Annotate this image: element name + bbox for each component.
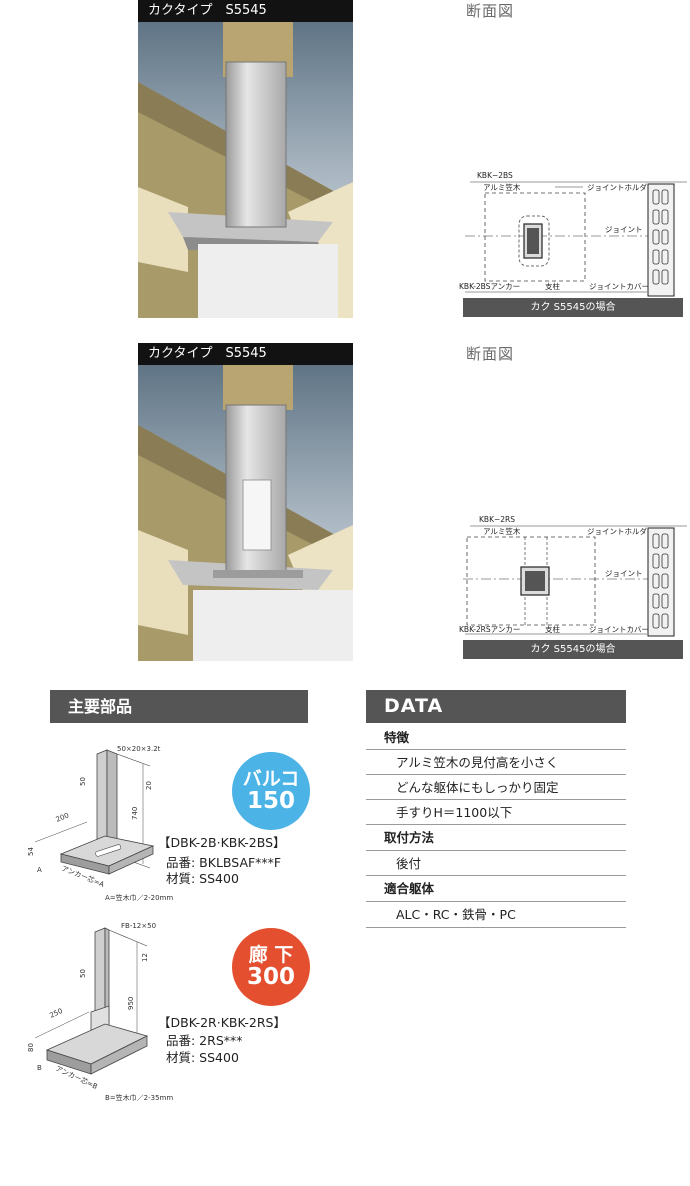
cross-section-diagram-1: KBK−2BS アルミ笠木 ジョイントホルダー ジョイント KBK-2BSアンカ… — [459, 171, 687, 297]
label-joint: ジョイント — [605, 225, 643, 234]
dim-250: 250 — [48, 1007, 64, 1020]
badge-line1: バルコ — [242, 768, 300, 790]
installation-photo — [138, 365, 353, 661]
dim-top: 50×20×3.2t — [117, 745, 161, 753]
photo-panel-2: カクタイプ S5545 — [138, 343, 353, 661]
dim-50: 50 — [79, 969, 87, 978]
badge-line1: 廊 下 — [248, 944, 294, 966]
data-section-features: 特徴 — [366, 726, 626, 750]
part-footnote: A=笠木巾／2-20mm — [105, 893, 173, 902]
label-anchor: KBK-2RSアンカー — [459, 625, 520, 634]
dim-a: A — [37, 866, 42, 874]
data-item: ALC・RC・鉄骨・PC — [366, 902, 626, 928]
data-item: 手すりH＝1100以下 — [366, 800, 626, 825]
badge-line2: 300 — [246, 964, 295, 990]
part-drawing-1: 50×20×3.2t 50 20 740 200 54 A アンカー芯=A A=… — [27, 745, 173, 902]
diagram-model: KBK−2BS — [477, 171, 513, 180]
diagram-caption-2: カク S5545の場合 — [463, 640, 683, 659]
cross-section-diagram-2: KBK−2RS アルミ笠木 ジョイントホルダー ジョイント KBK-2RSアンカ… — [459, 515, 687, 637]
part-number: 品番: 2RS*** — [166, 1033, 243, 1048]
label-post: 支柱 — [545, 624, 560, 634]
label-joint: ジョイント — [605, 569, 643, 578]
data-header: DATA — [366, 690, 626, 723]
data-item: どんな躯体にもしっかり固定 — [366, 775, 626, 800]
photo-title: カクタイプ S5545 — [138, 0, 353, 22]
installation-photo — [138, 22, 353, 318]
part-model: 【DBK-2R·KBK-2RS】 — [158, 1015, 286, 1030]
part-material: 材質: SS400 — [166, 871, 239, 886]
dim-12: 12 — [141, 953, 149, 962]
section-title-2: 断面図 — [466, 345, 515, 363]
diagram-model: KBK−2RS — [479, 515, 515, 524]
data-item: アルミ笠木の見付高を小さく — [366, 750, 626, 775]
part-drawing-2: FB-12×50 50 12 950 250 80 B アンカー芯=B B=笠木… — [27, 922, 173, 1102]
label-anchor: KBK-2BSアンカー — [459, 282, 520, 291]
data-section-installation: 取付方法 — [366, 825, 626, 851]
dim-top: FB-12×50 — [121, 922, 156, 930]
part-number: 品番: BKLBSAF***F — [166, 855, 282, 870]
dim-50: 50 — [79, 777, 87, 786]
label-aluminum-cap: アルミ笠木 — [483, 182, 521, 192]
main-parts-header: 主要部品 — [50, 690, 308, 723]
label-post: 支柱 — [545, 281, 560, 291]
label-joint-holder: ジョイントホルダー — [587, 526, 655, 536]
dim-b: B — [37, 1064, 42, 1072]
label-joint-cover: ジョイントカバー — [589, 282, 649, 291]
dim-80: 80 — [27, 1043, 35, 1052]
badge-balcony: バルコ 150 — [232, 752, 310, 830]
photo-panel-1: カクタイプ S5545 — [138, 0, 353, 318]
label-joint-holder: ジョイントホルダー — [587, 182, 655, 192]
dim-950: 950 — [127, 997, 135, 1010]
dim-740: 740 — [131, 807, 139, 820]
photo-title: カクタイプ S5545 — [138, 343, 353, 365]
section-title-1: 断面図 — [466, 2, 515, 20]
dim-20: 20 — [145, 781, 153, 790]
part-model: 【DBK-2B·KBK-2BS】 — [158, 835, 286, 850]
badge-corridor: 廊 下 300 — [232, 928, 310, 1006]
label-joint-cover: ジョイントカバー — [589, 625, 649, 634]
diagram-caption-1: カク S5545の場合 — [463, 298, 683, 317]
data-section-substrate: 適合躯体 — [366, 876, 626, 902]
part-material: 材質: SS400 — [166, 1050, 239, 1065]
badge-line2: 150 — [246, 788, 295, 814]
data-item: 後付 — [366, 851, 626, 876]
dim-54: 54 — [27, 847, 35, 856]
label-aluminum-cap: アルミ笠木 — [483, 526, 521, 536]
dim-200: 200 — [55, 811, 70, 823]
part-footnote: B=笠木巾／2-35mm — [105, 1093, 173, 1102]
